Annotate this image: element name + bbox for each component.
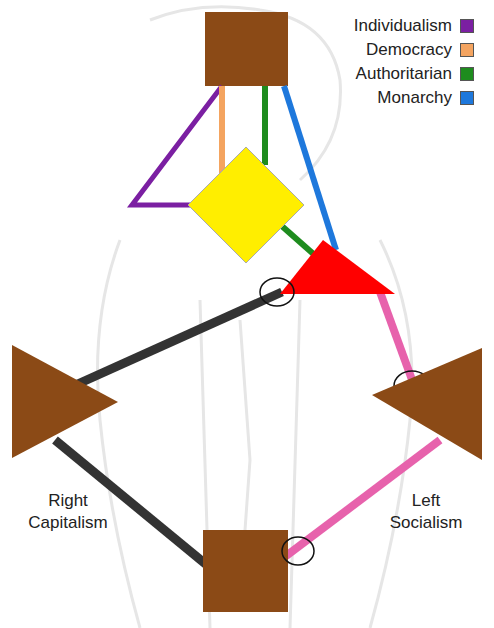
democracy-line (219, 86, 225, 175)
right-triangle (12, 345, 118, 458)
left-triangle (372, 348, 482, 460)
legend-swatch (460, 19, 474, 33)
axis-label: Left Socialism (378, 490, 474, 534)
legend-row: Authoritarian (354, 62, 474, 86)
legend: IndividualismDemocracyAuthoritarianMonar… (354, 14, 474, 110)
triangle-shape (366, 342, 486, 466)
circle-mark (282, 537, 314, 565)
authoritarian-line (262, 86, 268, 165)
legend-swatch (460, 43, 474, 57)
legend-label: Individualism (354, 16, 452, 36)
triangle-shape (8, 342, 128, 466)
red-triangle (280, 240, 395, 294)
axis-label: Right Capitalism (20, 490, 116, 534)
bottom-square (203, 530, 288, 612)
legend-row: Monarchy (354, 86, 474, 110)
triangle-node: Left Socialism (366, 342, 486, 538)
monarchy-line (284, 86, 336, 250)
background-figure (98, 7, 413, 628)
legend-swatch (460, 67, 474, 81)
legend-swatch (460, 91, 474, 105)
top-square (205, 12, 288, 86)
legend-row: Democracy (354, 38, 474, 62)
legend-label: Monarchy (377, 88, 452, 108)
triangle-node: Right Capitalism (8, 342, 128, 538)
legend-row: Individualism (354, 14, 474, 38)
pink-line (380, 292, 415, 388)
black-line (60, 292, 282, 392)
yellow-diamond (188, 147, 304, 263)
legend-label: Authoritarian (356, 64, 452, 84)
circle-mark (260, 278, 294, 306)
legend-label: Democracy (366, 40, 452, 60)
